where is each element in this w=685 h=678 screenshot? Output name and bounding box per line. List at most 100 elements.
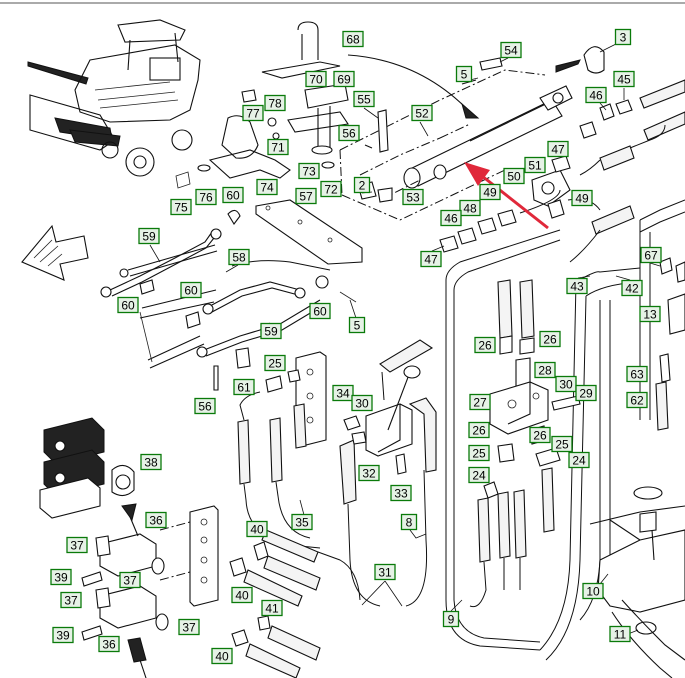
callout-number: 60: [121, 299, 135, 313]
callout-number: 49: [483, 186, 497, 200]
callout-number: 5: [354, 319, 361, 333]
mount-bracket: [208, 21, 393, 203]
callout-number: 70: [309, 73, 323, 87]
callout-label: 11: [609, 625, 631, 643]
callout-box: [374, 563, 396, 581]
callout-label: 62: [626, 391, 648, 409]
callout-number: 40: [250, 523, 264, 537]
callout-number: 76: [199, 191, 213, 205]
callout-box: [534, 361, 556, 379]
callout-label: 37: [119, 571, 141, 589]
callout-box: [231, 586, 253, 604]
callout-number: 30: [559, 378, 573, 392]
callout-number: 25: [555, 438, 569, 452]
callout-box: [305, 70, 327, 88]
callout-box: [626, 391, 648, 409]
callout-number: 37: [123, 574, 137, 588]
callout-number: 39: [56, 629, 70, 643]
callout-box: [442, 610, 460, 628]
callout-number: 25: [472, 447, 486, 461]
right-side-parts: [655, 257, 685, 431]
callout-label: 55: [353, 90, 375, 108]
callout-box: [390, 484, 412, 502]
callout-box: [585, 86, 607, 104]
callout-number: 35: [295, 516, 309, 530]
callout-label: 40: [246, 520, 268, 538]
callout-number: 50: [507, 170, 521, 184]
callout-number: 13: [643, 308, 657, 322]
callout-label: 37: [178, 618, 200, 636]
callout-number: 43: [570, 280, 584, 294]
callout-box: [195, 188, 217, 206]
callout-label: 47: [547, 140, 569, 158]
callout-box: [295, 187, 317, 205]
callout-box: [571, 189, 593, 207]
callout-number: 55: [357, 93, 371, 107]
callout-box: [351, 394, 373, 412]
callout-box: [338, 124, 360, 142]
callout-box: [178, 618, 200, 636]
callout-number: 2: [359, 179, 366, 193]
callout-label: 68: [342, 30, 364, 48]
callout-label: 37: [60, 591, 82, 609]
hydraulic-cylinder: [359, 85, 573, 201]
leader-lines: [149, 43, 661, 635]
callout-label: 71: [267, 138, 289, 156]
callout-number: 77: [246, 107, 260, 121]
fittings-top-right: [439, 46, 633, 253]
callout-number: 27: [473, 396, 487, 410]
callout-label: 59: [138, 227, 160, 245]
control-cables: [100, 228, 357, 391]
callout-number: 57: [299, 190, 313, 204]
callout-label: 35: [291, 513, 313, 531]
callout-number: 47: [551, 143, 565, 157]
callout-box: [140, 453, 162, 471]
callout-number: 59: [264, 325, 278, 339]
callout-label: 70: [305, 70, 327, 88]
callout-box: [468, 466, 490, 484]
callout-label: 2: [353, 176, 371, 194]
callout-box: [66, 536, 88, 554]
callout-number: 40: [215, 650, 229, 664]
callout-box: [333, 70, 355, 88]
callout-label: 25: [264, 354, 286, 372]
callout-box: [264, 354, 286, 372]
cross-bar: [175, 164, 363, 265]
callout-number: 40: [235, 589, 249, 603]
callout-label: 46: [585, 86, 607, 104]
callout-box: [298, 162, 320, 180]
callout-number: 9: [448, 613, 455, 627]
callout-label: 60: [222, 186, 244, 204]
callout-label: 61: [233, 378, 255, 396]
callout-number: 54: [504, 44, 518, 58]
callout-box: [500, 41, 522, 59]
callout-number: 33: [394, 487, 408, 501]
callout-number: 60: [184, 284, 198, 298]
callout-label: 40: [231, 586, 253, 604]
callout-label: 24: [568, 451, 590, 469]
callout-number: 8: [406, 516, 413, 530]
callout-box: [459, 199, 481, 217]
callout-number: 30: [355, 397, 369, 411]
callout-number: 37: [70, 539, 84, 553]
arrow-to-3: [555, 59, 581, 73]
callout-label: 47: [420, 250, 442, 268]
callout-box: [228, 248, 250, 266]
callout-box: [52, 626, 74, 644]
callout-number: 36: [149, 514, 163, 528]
callout-box: [194, 397, 216, 415]
callout-number: 67: [644, 249, 658, 263]
callout-box: [246, 520, 268, 538]
callout-number: 45: [617, 73, 631, 87]
callout-box: [264, 94, 286, 112]
callout-label: 63: [626, 365, 648, 383]
callout-label: 51: [524, 156, 546, 174]
callout-label: 56: [338, 124, 360, 142]
callout-number: 31: [378, 566, 392, 580]
callout-number: 46: [589, 89, 603, 103]
callout-label: 33: [390, 484, 412, 502]
callout-number: 51: [528, 159, 542, 173]
callout-box: [640, 246, 662, 264]
callout-number: 39: [54, 571, 68, 585]
